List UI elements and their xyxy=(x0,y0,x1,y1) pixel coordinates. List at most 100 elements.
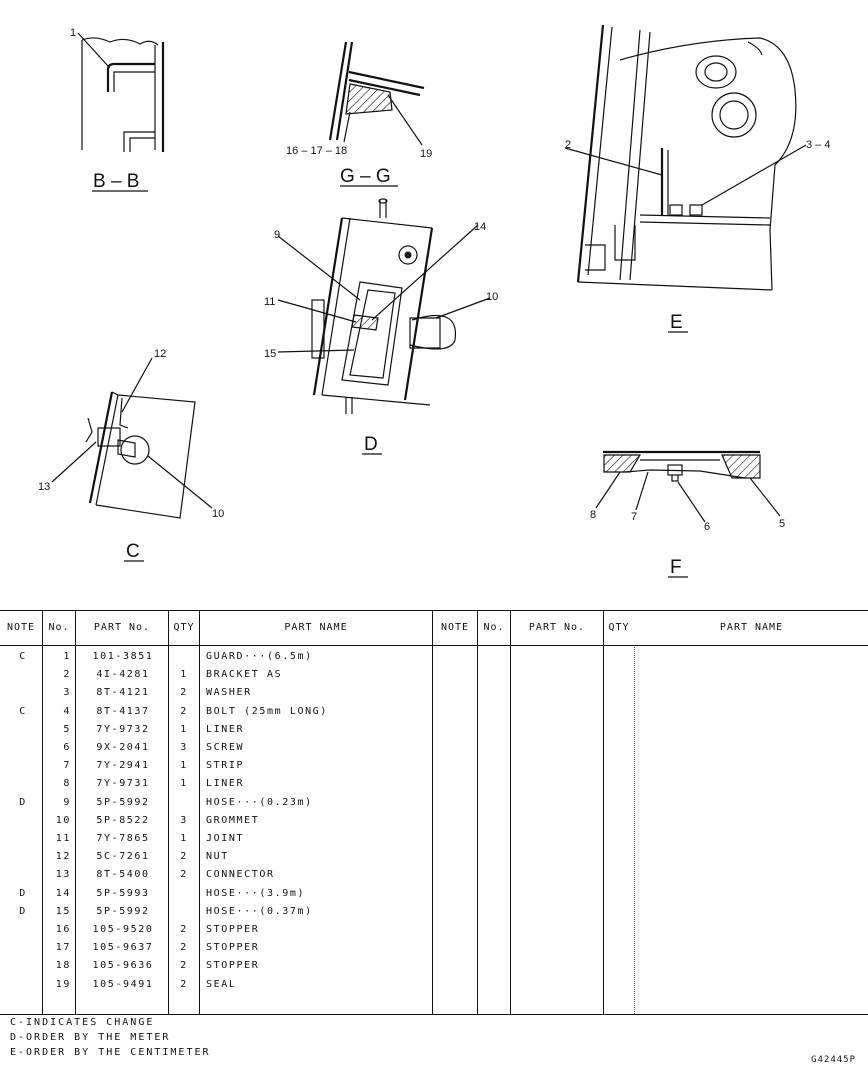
cell-part-name: LINER xyxy=(206,778,245,790)
cell-part-no: 105-9637 xyxy=(92,942,154,954)
note-change: C-INDICATES CHANGE xyxy=(10,1017,155,1028)
cell-part-no: 5C-7261 xyxy=(96,851,150,863)
view-label-c: C xyxy=(126,541,140,562)
cell-part-no: 8T-5400 xyxy=(96,869,150,881)
cell-part-name: NUT xyxy=(206,851,229,863)
cell-no: 14 xyxy=(55,887,71,899)
callout-11: 11 xyxy=(264,296,275,308)
header-part-no: PART No. xyxy=(93,622,151,633)
cell-no: 11 xyxy=(55,833,71,844)
cell-part-no: 9X-2041 xyxy=(96,742,150,753)
parts-diagram: 1 B – B 16 – 17 – 18 19 G – G xyxy=(38,24,830,578)
cell-part-no: 7Y-7865 xyxy=(96,833,150,844)
cell-part-name: JOINT xyxy=(206,833,245,844)
view-e-drawing xyxy=(564,24,807,291)
view-d-drawing xyxy=(277,198,491,414)
view-gg-drawing xyxy=(328,41,425,146)
callout-9: 9 xyxy=(274,229,280,241)
cell-qty: 1 xyxy=(180,833,188,844)
cell-no: 16 xyxy=(55,924,71,935)
cell-part-no: 101-3851 xyxy=(92,651,154,662)
cell-qty: 2 xyxy=(180,960,188,972)
cell-part-name: WASHER xyxy=(206,687,252,699)
cell-no: 13 xyxy=(55,869,71,881)
cell-no: 4 xyxy=(63,705,71,717)
callout-7: 7 xyxy=(631,511,637,523)
cell-no: 5 xyxy=(63,723,71,735)
callout-2: 2 xyxy=(565,139,571,151)
cell-no: 2 xyxy=(63,669,71,681)
cell-qty: 2 xyxy=(180,687,188,699)
cell-part-no: 4I-4281 xyxy=(96,669,150,681)
callout-5: 5 xyxy=(779,518,785,530)
cell-part-name: BRACKET AS xyxy=(206,669,283,681)
callout-19: 19 xyxy=(420,148,432,160)
table-header: NOTE No. PART No. QTY PART NAME NOTE No.… xyxy=(0,611,868,646)
cell-note: D xyxy=(19,905,27,917)
cell-qty: 2 xyxy=(180,869,188,881)
callout-3-4: 3 – 4 xyxy=(806,139,830,151)
drawing-reference-code: G42445P xyxy=(811,1055,856,1065)
note-meter: D-ORDER BY THE METER xyxy=(10,1032,171,1043)
header-note-2: NOTE xyxy=(440,622,470,633)
cell-part-no: 105-9491 xyxy=(92,978,154,990)
cell-qty: 2 xyxy=(180,978,188,990)
cell-note: C xyxy=(19,705,27,717)
cell-qty: 3 xyxy=(180,742,188,753)
cell-part-no: 5P-8522 xyxy=(96,814,150,826)
header-no-2: No. xyxy=(483,622,505,633)
cell-part-no: 105-9636 xyxy=(92,960,154,972)
cell-part-name: GUARD···(6.5m) xyxy=(206,651,313,662)
cell-no: 10 xyxy=(55,814,71,826)
view-label-bb: B – B xyxy=(93,171,139,192)
cell-no: 18 xyxy=(55,960,71,972)
cell-part-name: BOLT (25mm LONG) xyxy=(206,705,328,717)
cell-part-name: STOPPER xyxy=(206,960,260,972)
cell-qty: 2 xyxy=(180,705,188,717)
parts-list-table: NOTE No. PART No. QTY PART NAME NOTE No.… xyxy=(0,610,868,1015)
header-part-name: PART NAME xyxy=(284,622,348,633)
note-centimeter: E-ORDER BY THE CENTIMETER xyxy=(10,1047,211,1058)
notes-section: C-INDICATES CHANGE D-ORDER BY THE METER … xyxy=(0,1013,868,1069)
header-qty: QTY xyxy=(173,622,195,633)
view-label-gg: G – G xyxy=(340,166,391,187)
cell-no: 6 xyxy=(63,742,71,753)
header-part-no-2: PART No. xyxy=(528,622,586,633)
cell-part-no: 5P-5992 xyxy=(96,796,150,808)
cell-part-name: STRIP xyxy=(206,760,245,772)
view-f-drawing xyxy=(595,450,781,523)
callout-13: 13 xyxy=(38,481,50,493)
cell-part-name: SCREW xyxy=(206,742,245,753)
cell-part-no: 7Y-9731 xyxy=(96,778,150,790)
cell-no: 19 xyxy=(55,978,71,990)
cell-qty: 1 xyxy=(180,760,188,772)
view-label-f: F xyxy=(670,557,682,578)
cell-part-no: 5P-5993 xyxy=(96,887,150,899)
cell-qty: 2 xyxy=(180,924,188,935)
view-label-d: D xyxy=(364,434,378,455)
callout-16-17-18: 16 – 17 – 18 xyxy=(286,145,347,157)
header-part-name-2: PART NAME xyxy=(719,622,784,633)
cell-part-no: 8T-4137 xyxy=(96,705,150,717)
cell-part-name: CONNECTOR xyxy=(206,869,275,881)
header-qty-2: QTY xyxy=(608,622,630,633)
cell-part-name: STOPPER xyxy=(206,924,260,935)
callout-8: 8 xyxy=(590,509,596,521)
cell-note: C xyxy=(19,651,27,662)
cell-no: 17 xyxy=(55,942,71,954)
callout-1: 1 xyxy=(70,27,76,39)
cell-part-name: GROMMET xyxy=(206,814,260,826)
view-label-e: E xyxy=(670,312,683,333)
cell-part-no: 105-9520 xyxy=(92,924,154,935)
cell-part-no: 7Y-2941 xyxy=(96,760,150,772)
cell-part-name: LINER xyxy=(206,723,245,735)
callout-10-d: 10 xyxy=(486,291,498,303)
cell-no: 8 xyxy=(63,778,71,790)
cell-qty: 1 xyxy=(180,723,188,735)
callout-12: 12 xyxy=(154,348,166,360)
callout-10-c: 10 xyxy=(212,508,224,520)
cell-no: 7 xyxy=(63,760,71,772)
cell-no: 3 xyxy=(63,687,71,699)
header-no: No. xyxy=(48,622,70,633)
cell-no: 15 xyxy=(55,905,71,917)
